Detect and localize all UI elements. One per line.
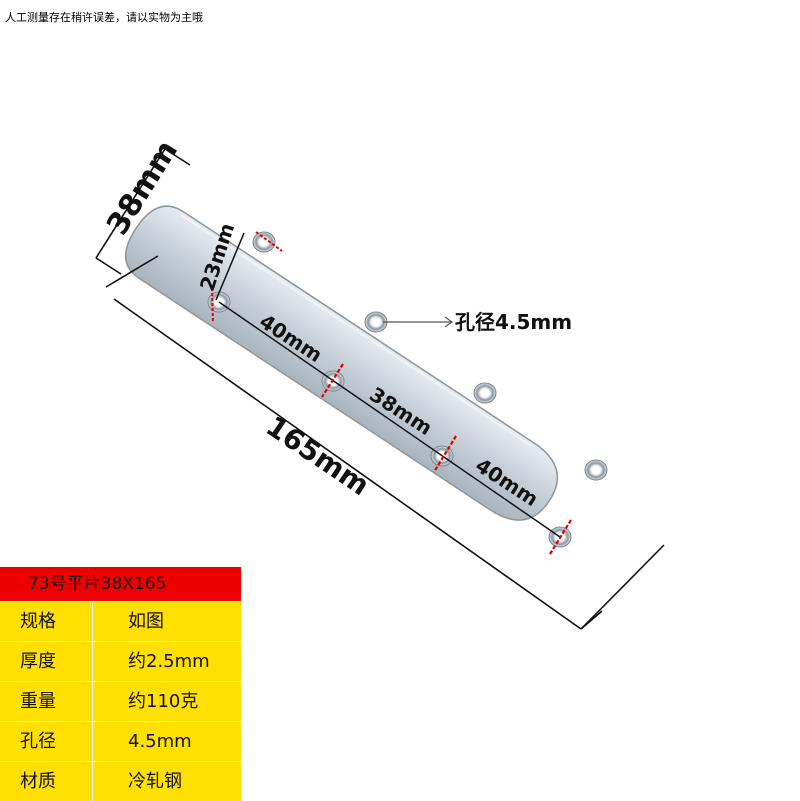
hole-spacing-line bbox=[218, 301, 561, 538]
spec-value: 约110克 bbox=[93, 682, 241, 721]
table-row: 材质 冷轧钢 bbox=[0, 762, 241, 801]
measurement-disclaimer: 人工测量存在稍许误差，请以实物为主哦 bbox=[5, 11, 203, 24]
spec-label: 孔径 bbox=[0, 722, 92, 761]
spec-table-title: 73号平片38X165 bbox=[0, 567, 241, 601]
spec-label: 材质 bbox=[0, 762, 92, 801]
hole bbox=[473, 382, 497, 404]
hole-callout-arrow bbox=[383, 316, 454, 328]
table-row: 厚度 约2.5mm bbox=[0, 642, 241, 681]
spec-label: 规格 bbox=[0, 602, 92, 641]
hole bbox=[584, 459, 608, 481]
length-dimension bbox=[105, 255, 665, 630]
width-dimension bbox=[95, 148, 191, 275]
red-marker bbox=[211, 231, 283, 324]
spec-label: 重量 bbox=[0, 682, 92, 721]
spec-value: 冷轧钢 bbox=[93, 762, 241, 801]
spec-label: 厚度 bbox=[0, 642, 92, 681]
hole-callout-label: 孔径4.5mm bbox=[455, 310, 572, 334]
hole bbox=[252, 231, 276, 253]
spec-value: 约2.5mm bbox=[93, 642, 241, 681]
flat-plate bbox=[124, 205, 559, 521]
table-row: 规格 如图 bbox=[0, 602, 241, 641]
spec-value: 如图 bbox=[93, 602, 241, 641]
edge-hole-dimension bbox=[215, 232, 245, 301]
spec-table: 73号平片38X165 规格 如图 厚度 约2.5mm 重量 约110克 孔径 … bbox=[0, 567, 241, 801]
spec-value: 4.5mm bbox=[93, 722, 241, 761]
table-row: 孔径 4.5mm bbox=[0, 722, 241, 761]
table-row: 重量 约110克 bbox=[0, 682, 241, 721]
red-marker bbox=[321, 363, 572, 555]
